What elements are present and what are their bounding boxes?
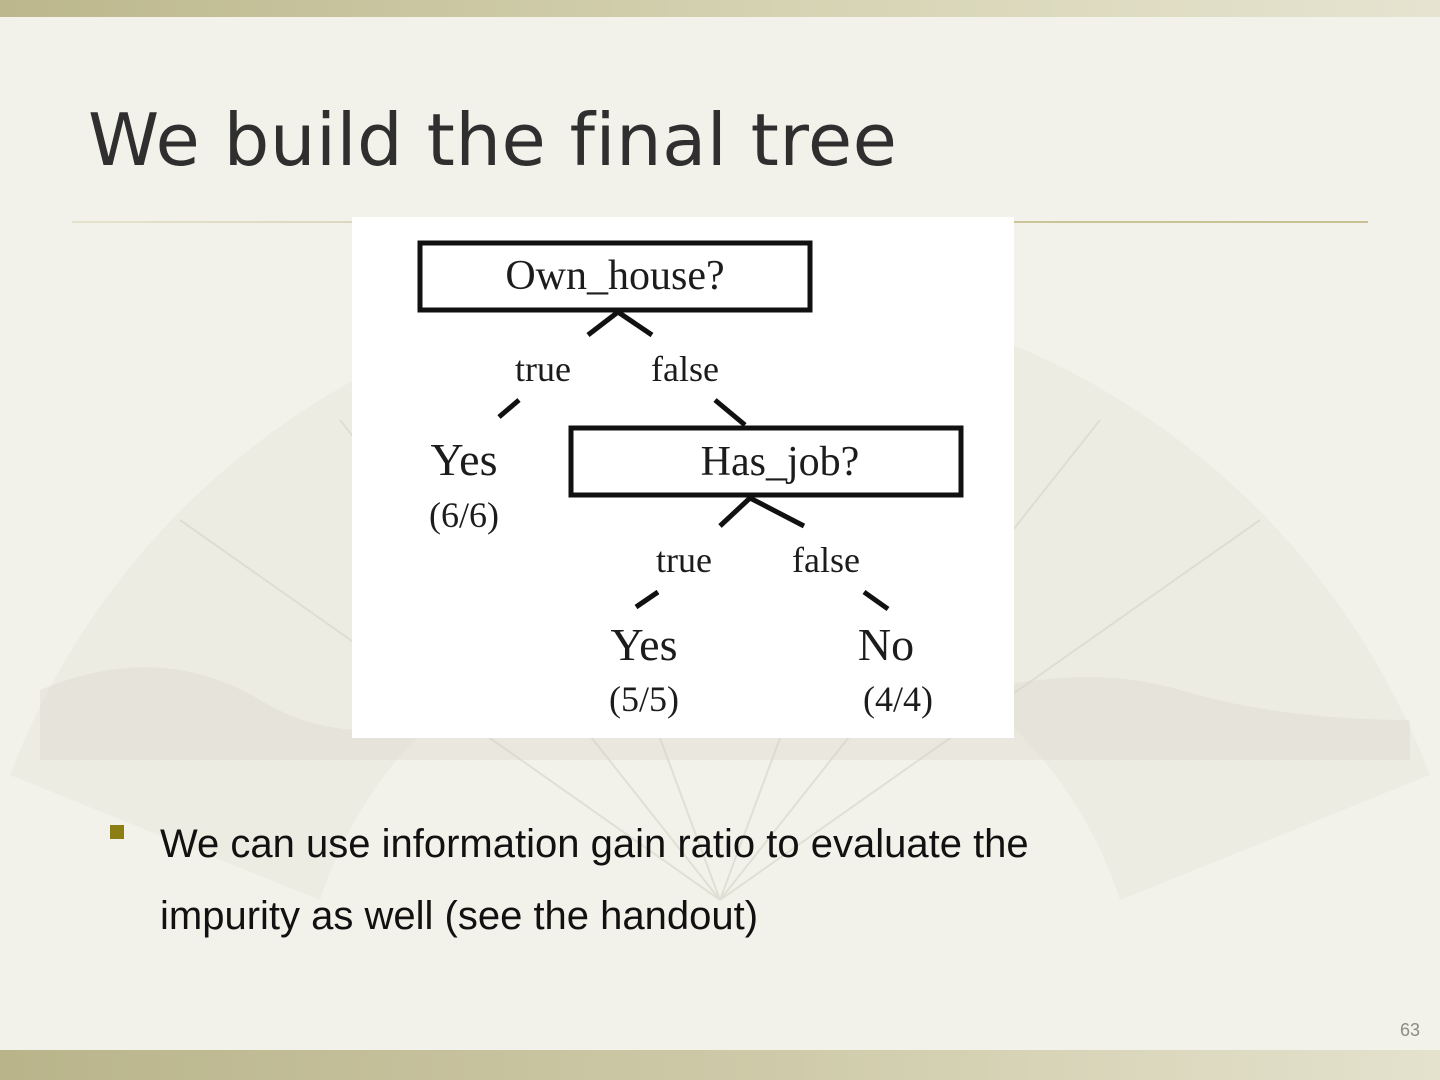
root-split-marker	[588, 312, 652, 335]
bullet-item: We can use information gain ratio to eva…	[160, 808, 1280, 952]
has-job-true-edge	[636, 592, 658, 607]
decision-tree-diagram: Own_house? true false Yes (6/6) Has_job?…	[352, 217, 1014, 738]
has-job-branch-label-true: true	[656, 540, 712, 580]
leaf-yes-bottom-class: Yes	[611, 619, 678, 670]
leaf-yes-left-count: (6/6)	[429, 495, 499, 535]
has-job-false-edge	[864, 592, 888, 609]
root-branch-label-false: false	[651, 349, 719, 389]
bottom-decorative-band	[0, 1050, 1440, 1080]
slide-title: We build the final tree	[88, 92, 897, 188]
slide-number: 63	[1400, 1020, 1420, 1041]
root-branch-label-true: true	[515, 349, 571, 389]
bullet-line-1: We can use information gain ratio to eva…	[160, 808, 1280, 880]
leaf-no-bottom-class: No	[858, 619, 914, 670]
leaf-yes-left-class: Yes	[431, 434, 498, 485]
leaf-no-bottom-count: (4/4)	[863, 679, 933, 719]
root-true-edge	[499, 400, 519, 417]
has-job-node-question: Has_job?	[701, 439, 860, 485]
bullet-line-2: impurity as well (see the handout)	[160, 880, 1280, 952]
leaf-yes-bottom-count: (5/5)	[609, 679, 679, 719]
root-node-question: Own_house?	[505, 253, 724, 299]
has-job-split-marker	[720, 498, 804, 526]
decision-tree-figure: Own_house? true false Yes (6/6) Has_job?…	[352, 217, 1014, 738]
has-job-branch-label-false: false	[792, 540, 860, 580]
root-false-edge	[715, 400, 745, 425]
bullet-square-icon	[110, 825, 124, 839]
